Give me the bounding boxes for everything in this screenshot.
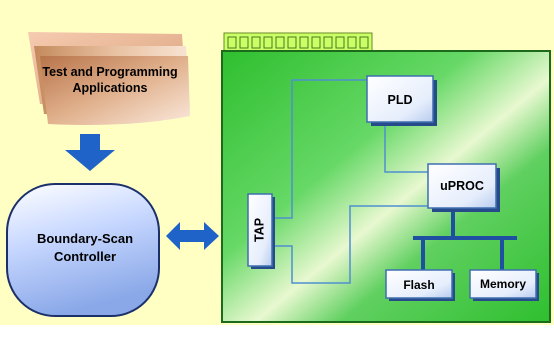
board-connector <box>223 32 373 52</box>
controller-label-line2: Controller <box>54 249 116 264</box>
memory-chip: Memory <box>469 269 539 301</box>
memory-label: Memory <box>480 277 526 291</box>
pld-label: PLD <box>388 93 413 107</box>
board-wires <box>272 79 428 284</box>
pld-chip: PLD <box>366 75 437 126</box>
controller-label-line1: Boundary-Scan <box>37 231 133 246</box>
uproc-chip: uPROC <box>427 163 500 212</box>
wire-tap-uproc <box>272 205 428 284</box>
controller-box <box>6 183 160 317</box>
tap-label: TAP <box>252 218 266 242</box>
bidirectional-arrow-icon <box>166 222 219 250</box>
flash-chip: Flash <box>385 269 455 301</box>
system-bus <box>413 208 517 270</box>
tap-block: TAP <box>247 193 275 269</box>
flash-label: Flash <box>403 278 434 292</box>
bottom-strip <box>0 325 554 337</box>
wire-pld-uproc <box>384 120 428 173</box>
boundary-scan-controller: Boundary-Scan Controller <box>6 183 160 317</box>
uproc-label: uPROC <box>440 179 484 193</box>
wire-tap-pld <box>272 79 367 219</box>
test-apps-stack: Test and Programming Applications <box>28 32 190 125</box>
test-apps-label-line1: Test and Programming <box>42 65 177 79</box>
down-arrow-icon <box>65 134 115 171</box>
page-front <box>40 56 190 125</box>
test-apps-label-line2: Applications <box>72 81 147 95</box>
